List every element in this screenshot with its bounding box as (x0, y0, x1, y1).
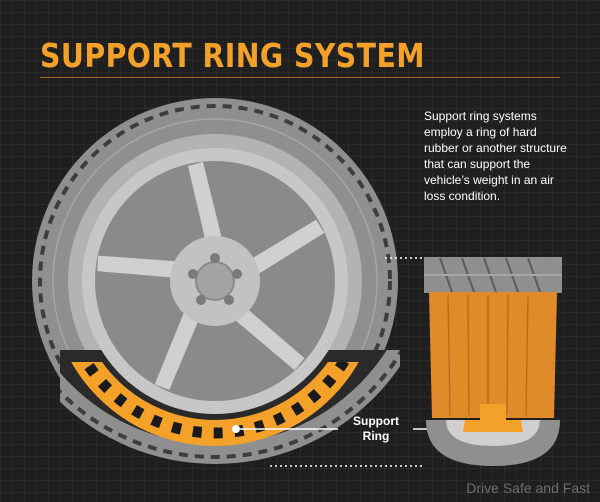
support-ring-label-line1: Support (353, 414, 399, 428)
support-ring-label: Support Ring (340, 414, 412, 444)
support-ring (71, 362, 359, 446)
description-text: Support ring systems employ a ring of ha… (424, 109, 567, 203)
wheel-rim (82, 148, 348, 414)
page-title: SUPPORT RING SYSTEM (40, 36, 425, 75)
watermark-text: Drive Safe and Fast (466, 480, 590, 496)
tire-cross-section (424, 257, 562, 466)
support-ring-label-line2: Ring (362, 429, 390, 443)
guide-lines (270, 257, 423, 467)
title-underline (40, 77, 560, 78)
